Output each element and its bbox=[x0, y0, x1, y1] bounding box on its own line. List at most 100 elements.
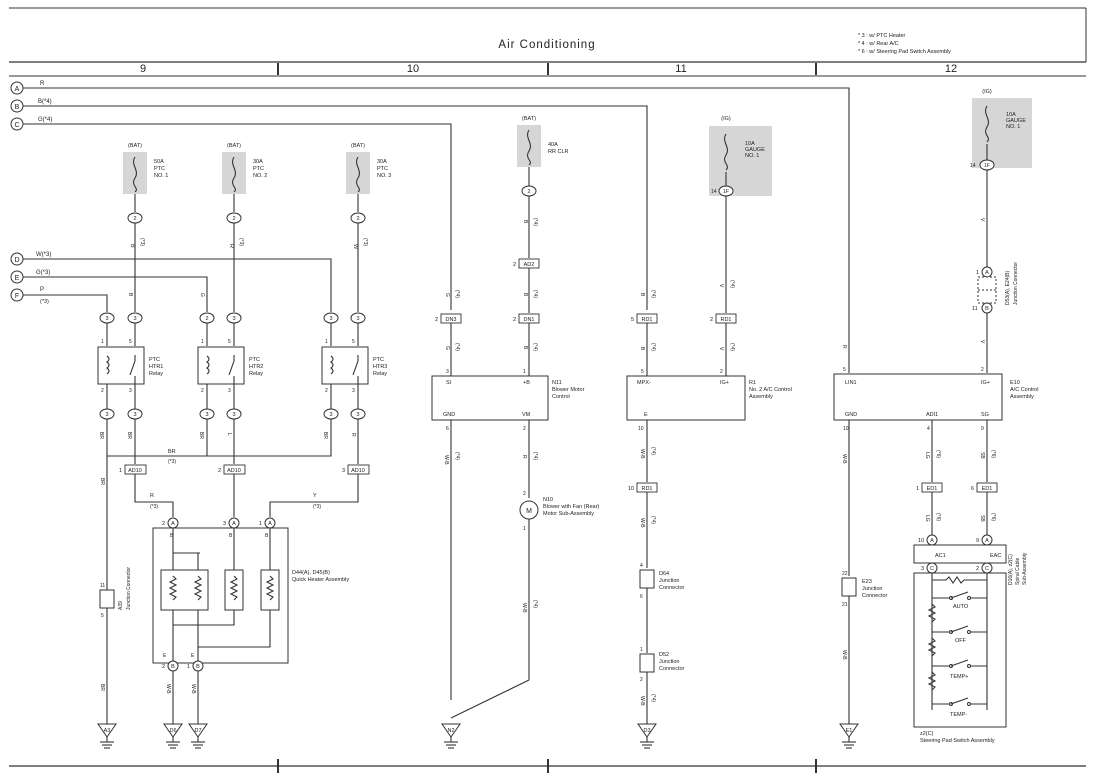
svg-text:3: 3 bbox=[352, 388, 355, 394]
svg-text:NO. 2: NO. 2 bbox=[253, 173, 267, 179]
svg-text:2: 2 bbox=[720, 369, 723, 375]
svg-text:2: 2 bbox=[513, 262, 516, 268]
svg-text:BR: BR bbox=[99, 684, 105, 691]
svg-text:NO. 1: NO. 1 bbox=[1006, 124, 1020, 130]
svg-text:11: 11 bbox=[972, 306, 978, 312]
svg-text:(*6): (*6) bbox=[935, 450, 941, 458]
svg-text:Junction Connector: Junction Connector bbox=[1013, 262, 1019, 305]
svg-text:3: 3 bbox=[356, 412, 359, 418]
svg-text:B: B bbox=[196, 664, 200, 670]
svg-text:(IG): (IG) bbox=[982, 89, 992, 95]
svg-text:W-B: W-B bbox=[190, 684, 196, 694]
svg-text:2: 2 bbox=[232, 216, 235, 222]
svg-text:DN1: DN1 bbox=[523, 317, 534, 323]
svg-text:B: B bbox=[639, 293, 645, 297]
svg-text:(*4): (*4) bbox=[650, 447, 656, 455]
wire-label-d: W(*3) bbox=[36, 252, 51, 258]
svg-text:30A: 30A bbox=[377, 159, 387, 165]
svg-text:A: A bbox=[985, 538, 989, 544]
svg-text:5: 5 bbox=[101, 613, 104, 619]
svg-text:3: 3 bbox=[205, 412, 208, 418]
svg-text:3: 3 bbox=[133, 412, 136, 418]
svg-text:Relay: Relay bbox=[373, 371, 387, 377]
svg-text:Junction: Junction bbox=[659, 659, 680, 665]
svg-text:10: 10 bbox=[638, 426, 644, 432]
svg-text:10: 10 bbox=[843, 426, 849, 432]
svg-text:E1: E1 bbox=[846, 728, 853, 734]
svg-text:Sub-Assembly: Sub-Assembly bbox=[1022, 552, 1028, 585]
svg-text:C: C bbox=[930, 566, 934, 572]
switch-off: OFF bbox=[932, 625, 987, 644]
svg-text:(*4): (*4) bbox=[454, 452, 460, 460]
svg-text:2: 2 bbox=[218, 468, 221, 474]
svg-text:D53(A), E24(B): D53(A), E24(B) bbox=[1005, 270, 1011, 305]
svg-text:RD1: RD1 bbox=[641, 486, 652, 492]
svg-text:PTC: PTC bbox=[249, 357, 260, 363]
wire-label-e: G(*3) bbox=[36, 270, 50, 276]
svg-text:AD10: AD10 bbox=[128, 468, 142, 474]
svg-text:1: 1 bbox=[101, 339, 104, 345]
svg-text:3: 3 bbox=[446, 369, 449, 375]
svg-text:(*3): (*3) bbox=[150, 504, 158, 510]
svg-text:Junction Connector: Junction Connector bbox=[126, 567, 132, 610]
svg-text:E23: E23 bbox=[862, 579, 872, 585]
svg-text:BR: BR bbox=[198, 432, 204, 439]
svg-text:W-B: W-B bbox=[443, 455, 449, 465]
svg-text:2: 2 bbox=[133, 216, 136, 222]
svg-text:Junction: Junction bbox=[659, 578, 680, 584]
svg-text:HTR3: HTR3 bbox=[373, 364, 387, 370]
svg-text:Quick Heater Assembly: Quick Heater Assembly bbox=[292, 577, 349, 583]
column-10: 10 bbox=[407, 63, 419, 75]
svg-text:Spiral Cable: Spiral Cable bbox=[1015, 558, 1021, 585]
svg-text:4: 4 bbox=[640, 563, 643, 569]
left-terminals: A B C D E F R B(*4) G(*4) W(*3) G(*3) P … bbox=[10, 81, 52, 305]
svg-text:5: 5 bbox=[129, 339, 132, 345]
svg-text:22: 22 bbox=[842, 571, 848, 577]
svg-text:(*4): (*4) bbox=[532, 218, 538, 226]
svg-text:2: 2 bbox=[710, 317, 713, 323]
svg-text:Relay: Relay bbox=[149, 371, 163, 377]
svg-text:RR CLR: RR CLR bbox=[548, 149, 569, 155]
svg-text:3: 3 bbox=[921, 566, 924, 572]
svg-text:(*3): (*3) bbox=[238, 238, 244, 246]
svg-text:SG: SG bbox=[981, 412, 989, 418]
svg-text:Blower Motor: Blower Motor bbox=[552, 387, 585, 393]
svg-text:PTC: PTC bbox=[149, 357, 160, 363]
wire-label-b: B(*4) bbox=[38, 99, 52, 105]
svg-text:A: A bbox=[930, 538, 934, 544]
svg-text:(*3): (*3) bbox=[362, 238, 368, 246]
svg-text:1: 1 bbox=[640, 647, 643, 653]
ground-e1: E1 bbox=[839, 723, 859, 749]
svg-text:1: 1 bbox=[523, 526, 526, 532]
svg-text:NO. 1: NO. 1 bbox=[154, 173, 168, 179]
svg-text:D3: D3 bbox=[643, 728, 650, 734]
svg-text:BR: BR bbox=[322, 432, 328, 439]
svg-text:(*4): (*4) bbox=[650, 694, 656, 702]
svg-text:(*4): (*4) bbox=[454, 343, 460, 351]
svg-text:6: 6 bbox=[971, 486, 974, 492]
svg-text:3: 3 bbox=[356, 316, 359, 322]
junction-d53: A1 B11 D53(A), E24(B) Junction Connector… bbox=[841, 262, 1019, 373]
svg-text:ADI1: ADI1 bbox=[926, 412, 938, 418]
svg-text:14: 14 bbox=[711, 189, 717, 195]
svg-text:B: B bbox=[229, 533, 233, 539]
svg-text:1: 1 bbox=[119, 468, 122, 474]
fuse-ptc-3: (BAT) 30A PTC NO. 3 2 W (*3) bbox=[346, 143, 391, 312]
page-title: Air Conditioning bbox=[498, 39, 595, 51]
svg-text:LIN1: LIN1 bbox=[845, 380, 857, 386]
spiral-cable: A10 A9 AC1 EAC D16(A), z2(C) Spiral Cabl… bbox=[913, 534, 1028, 585]
svg-text:2: 2 bbox=[101, 388, 104, 394]
svg-text:GAUGE: GAUGE bbox=[1006, 118, 1026, 124]
svg-text:R: R bbox=[150, 493, 154, 499]
junction-d64: 4 6 D64 Junction Connector bbox=[639, 563, 685, 653]
relay-ptc-htr2: PTC HTR2 Relay bbox=[197, 346, 263, 385]
svg-text:(*3): (*3) bbox=[313, 504, 321, 510]
svg-text:RD1: RD1 bbox=[641, 317, 652, 323]
svg-text:3: 3 bbox=[129, 388, 132, 394]
svg-text:SI: SI bbox=[446, 380, 452, 386]
svg-text:OFF: OFF bbox=[955, 638, 967, 644]
svg-text:1: 1 bbox=[201, 339, 204, 345]
